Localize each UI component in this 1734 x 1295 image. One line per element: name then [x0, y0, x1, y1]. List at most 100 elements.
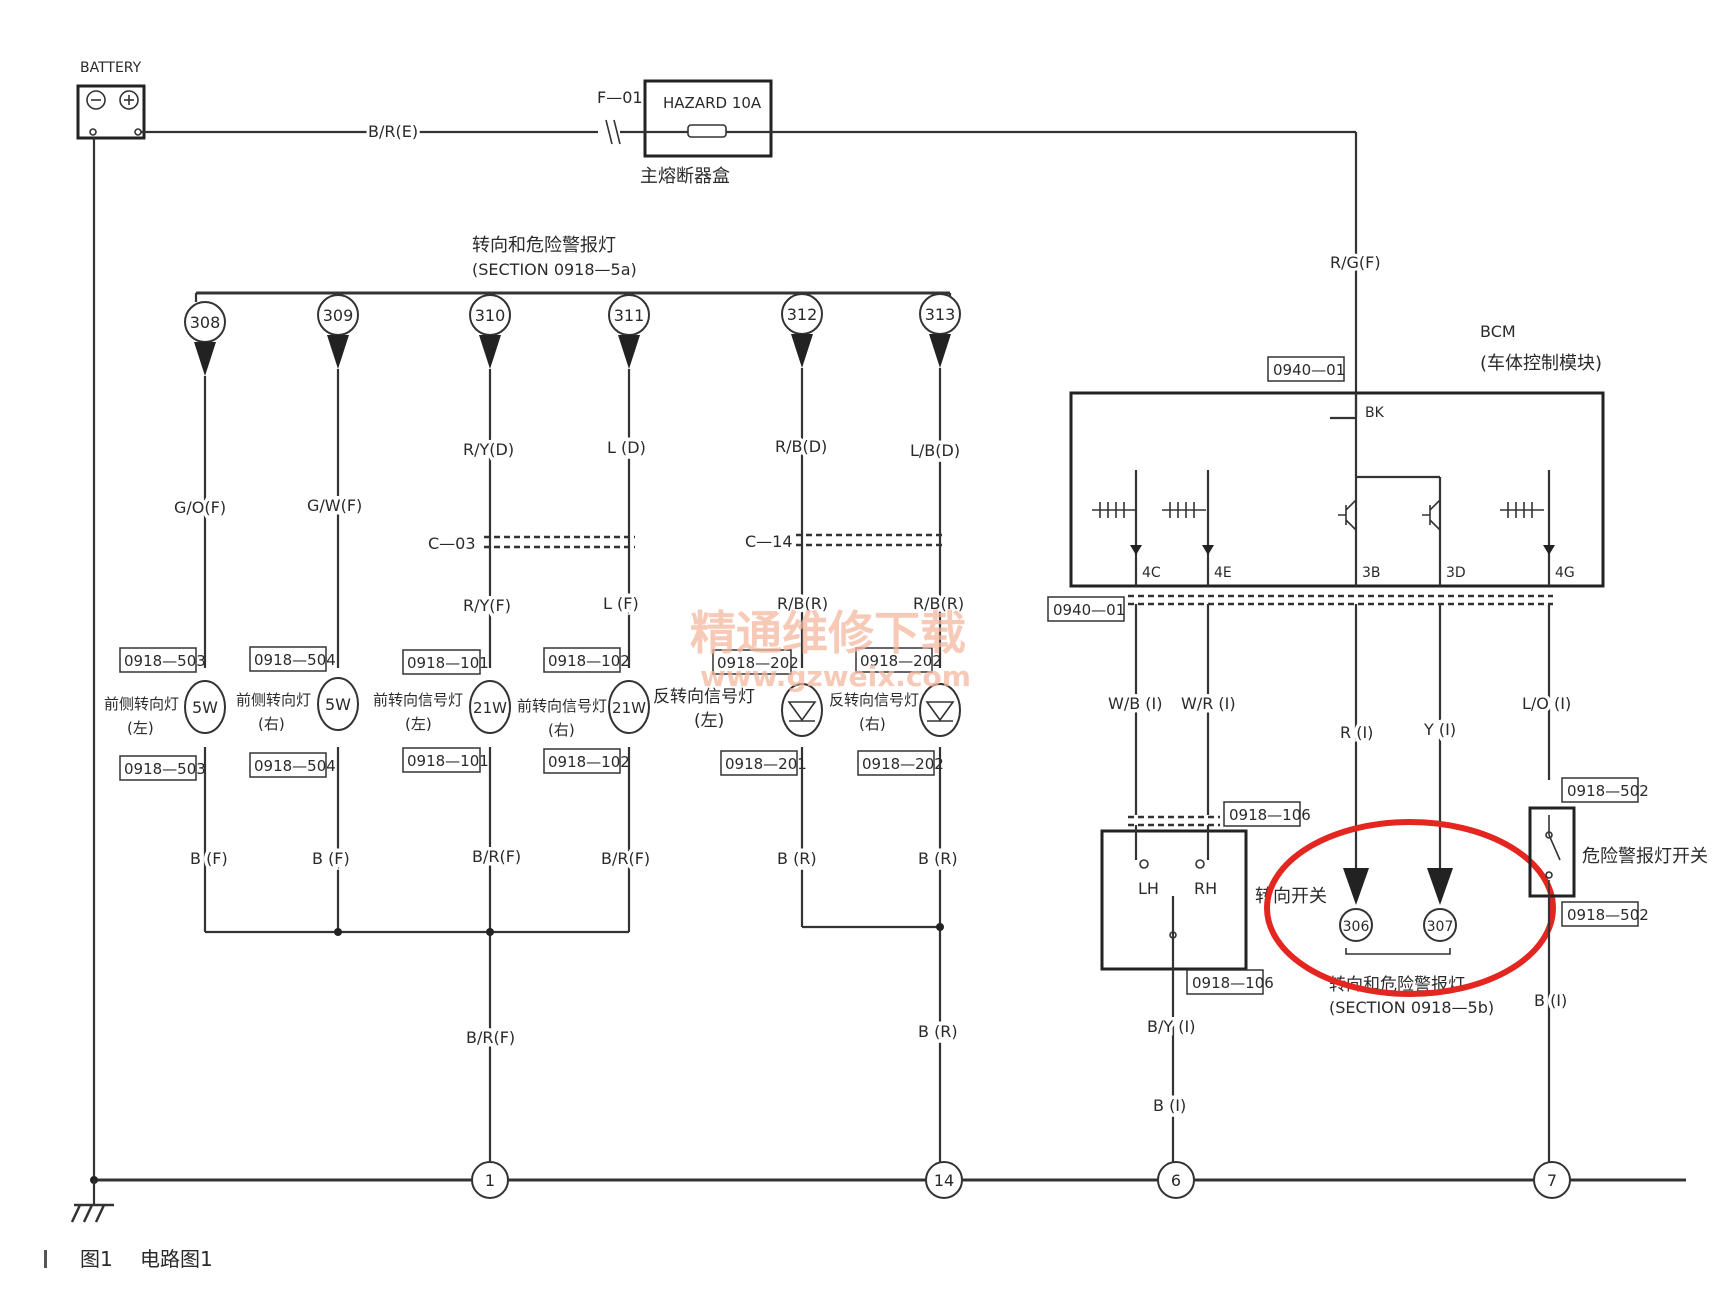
lamp-rear-right-name: 反转向信号灯 [829, 691, 919, 709]
tag-0940-01-top: 0940—01 [1273, 361, 1345, 379]
wire-label-b-f-1: B (F) [190, 849, 228, 868]
lamp-front-side-left-rating: 5W [192, 698, 218, 717]
wire-label-b-r-f-1: B/R(F) [472, 847, 521, 866]
lamp-front-right: 21W 前转向信号灯 (右) [517, 680, 650, 739]
tag-0918-202-c: 0918—202 [862, 755, 944, 773]
wire-label-b-r-1: B (R) [777, 849, 817, 868]
tag-0918-502-bottom: 0918—502 [1567, 906, 1649, 924]
tag-0918-101-bottom: 0918—101 [407, 752, 489, 770]
wire-label-r-b-d: R/B(D) [775, 437, 827, 456]
tag-0918-504-top: 0918—504 [254, 651, 336, 669]
lamp-front-left: 21W 前转向信号灯 (左) [373, 680, 511, 734]
wire-label-b-r-f-2: B/R(F) [601, 849, 650, 868]
wire-label-battery-feed: B/R(E) [368, 122, 418, 141]
wire-label-l-d: L (D) [607, 438, 646, 457]
watermark: 精通维修下载 www.gzweix.com [690, 606, 971, 693]
wire-label-b-r-2: B (R) [918, 849, 958, 868]
wire-label-y-i: Y (I) [1423, 720, 1456, 739]
fuse-box-label: 主熔断器盒 [640, 166, 730, 187]
wire-label-g-w: G/W(F) [307, 496, 362, 515]
wire-label-b-i: B (I) [1153, 1096, 1186, 1115]
bcm-pin-3b: 3B [1362, 565, 1381, 581]
wire-label-r-b-r-2: R/B(R) [913, 594, 964, 613]
top-node-311: 311 [608, 294, 650, 369]
lamp-rear-left-side: (左) [694, 711, 724, 731]
wire-label-b-y: B/Y (I) [1147, 1017, 1195, 1036]
tag-0918-201: 0918—201 [725, 755, 807, 773]
lamp-front-side-right-name: 前侧转向灯 [236, 691, 311, 709]
top-node-309-label: 309 [323, 306, 354, 325]
connector-c-14-label: C—14 [745, 532, 793, 551]
battery: BATTERY [76, 60, 146, 140]
wire-label-l-b-d: L/B(D) [910, 441, 960, 460]
top-node-308: 308 [184, 301, 226, 376]
figure-caption: 图1 电路图1 [44, 1247, 213, 1271]
lamp-front-side-left-name: 前侧转向灯 [104, 695, 179, 713]
wire-label-l-o: L/O (I) [1522, 694, 1571, 713]
bcm-pin-4e: 4E [1214, 565, 1232, 581]
hazard-switch-label: 危险警报灯开关 [1582, 846, 1708, 867]
battery-label: BATTERY [80, 60, 142, 76]
turn-switch-lh: LH [1138, 879, 1159, 898]
lamp-rear-left: 反转向信号灯 (左) [653, 683, 823, 737]
tag-0918-503-bottom: 0918—503 [124, 760, 206, 778]
wire-label-b-f-2: B (F) [312, 849, 350, 868]
wire-label-w-b: W/B (I) [1108, 694, 1162, 713]
section-top-title: 转向和危险警报灯 [472, 235, 616, 256]
wire-label-b-i-2: B (I) [1534, 991, 1567, 1010]
fuse-id: F—01 [597, 88, 643, 107]
wire-label-b-r-3: B (R) [918, 1022, 958, 1041]
lamp-rear-right: 反转向信号灯 (右) [829, 683, 961, 737]
hazard-fuse: F—01 HAZARD 10A 主熔断器盒 [597, 79, 1356, 187]
connector-c-14: C—14 [745, 532, 946, 551]
wire-label-w-r: W/R (I) [1181, 694, 1236, 713]
fuse-label: HAZARD 10A [663, 94, 762, 112]
top-node-313: 313 [919, 293, 961, 368]
watermark-line2: www.gzweix.com [700, 660, 971, 693]
tag-0918-102-top: 0918—102 [548, 652, 630, 670]
lamp-front-side-right-side: (右) [258, 715, 285, 733]
bcm-desc: (车体控制模块) [1480, 353, 1602, 374]
wire-label-r-y-d: R/Y(D) [463, 440, 514, 459]
lamp-front-side-left: 5W 前侧转向灯 (左) [104, 680, 226, 737]
top-node-312: 312 [781, 293, 823, 368]
lamp-front-side-right-rating: 5W [325, 695, 351, 714]
highlight-circle [1264, 819, 1556, 997]
bcm-pin-4c: 4C [1142, 565, 1161, 581]
caption-title: 电路图1 [140, 1247, 213, 1271]
ground-point-7: 7 [1547, 1171, 1557, 1190]
top-node-310: 310 [469, 294, 511, 369]
lamp-front-right-side: (右) [548, 721, 575, 739]
top-node-311-label: 311 [614, 306, 645, 325]
tag-0918-502-top: 0918—502 [1567, 782, 1649, 800]
connector-c-03-label: C—03 [428, 534, 476, 553]
ground-bus: 1 14 6 7 [70, 1161, 1686, 1223]
section-bottom-ref: (SECTION 0918—5b) [1329, 998, 1494, 1017]
tag-0918-202-b: 0918—202 [860, 652, 942, 670]
ground-point-14: 14 [934, 1171, 954, 1190]
top-node-312-label: 312 [787, 305, 818, 324]
lamp-rear-left-name: 反转向信号灯 [653, 687, 755, 707]
watermark-line1: 精通维修下载 [690, 606, 966, 660]
top-node-308-label: 308 [190, 313, 221, 332]
tag-0940-01-bottom: 0940—01 [1053, 601, 1125, 619]
section-top-ref: (SECTION 0918—5a) [472, 260, 637, 279]
bcm-pin-bk: BK [1365, 405, 1385, 421]
bcm-output-wires: W/B (I) W/R (I) R (I) Y (I) L/O (I) [1105, 604, 1575, 868]
top-node-309: 309 [317, 294, 359, 369]
lamp-front-side-right: 5W 前侧转向灯 (右) [236, 677, 359, 733]
connector-tags: 0918—503 0918—503 0918—504 0918—504 0918… [119, 646, 944, 781]
turn-switch: 0918—106 LH RH 0918—106 转向开关 B/Y (I) B (… [1100, 801, 1327, 1180]
top-node-313-label: 313 [925, 305, 956, 324]
tag-0918-106-bottom: 0918—106 [1192, 974, 1274, 992]
bottom-ref-307: 307 [1427, 919, 1454, 935]
turn-switch-rh: RH [1194, 879, 1217, 898]
connector-c-03: C—03 [428, 534, 635, 553]
wire-label-l-f: L (F) [603, 594, 639, 613]
ground-point-6: 6 [1171, 1171, 1181, 1190]
lamp-front-side-left-side: (左) [127, 719, 154, 737]
lamp-front-left-name: 前转向信号灯 [373, 691, 463, 709]
wire-label-r-i: R (I) [1340, 723, 1373, 742]
lamp-front-right-rating: 21W [612, 699, 646, 717]
